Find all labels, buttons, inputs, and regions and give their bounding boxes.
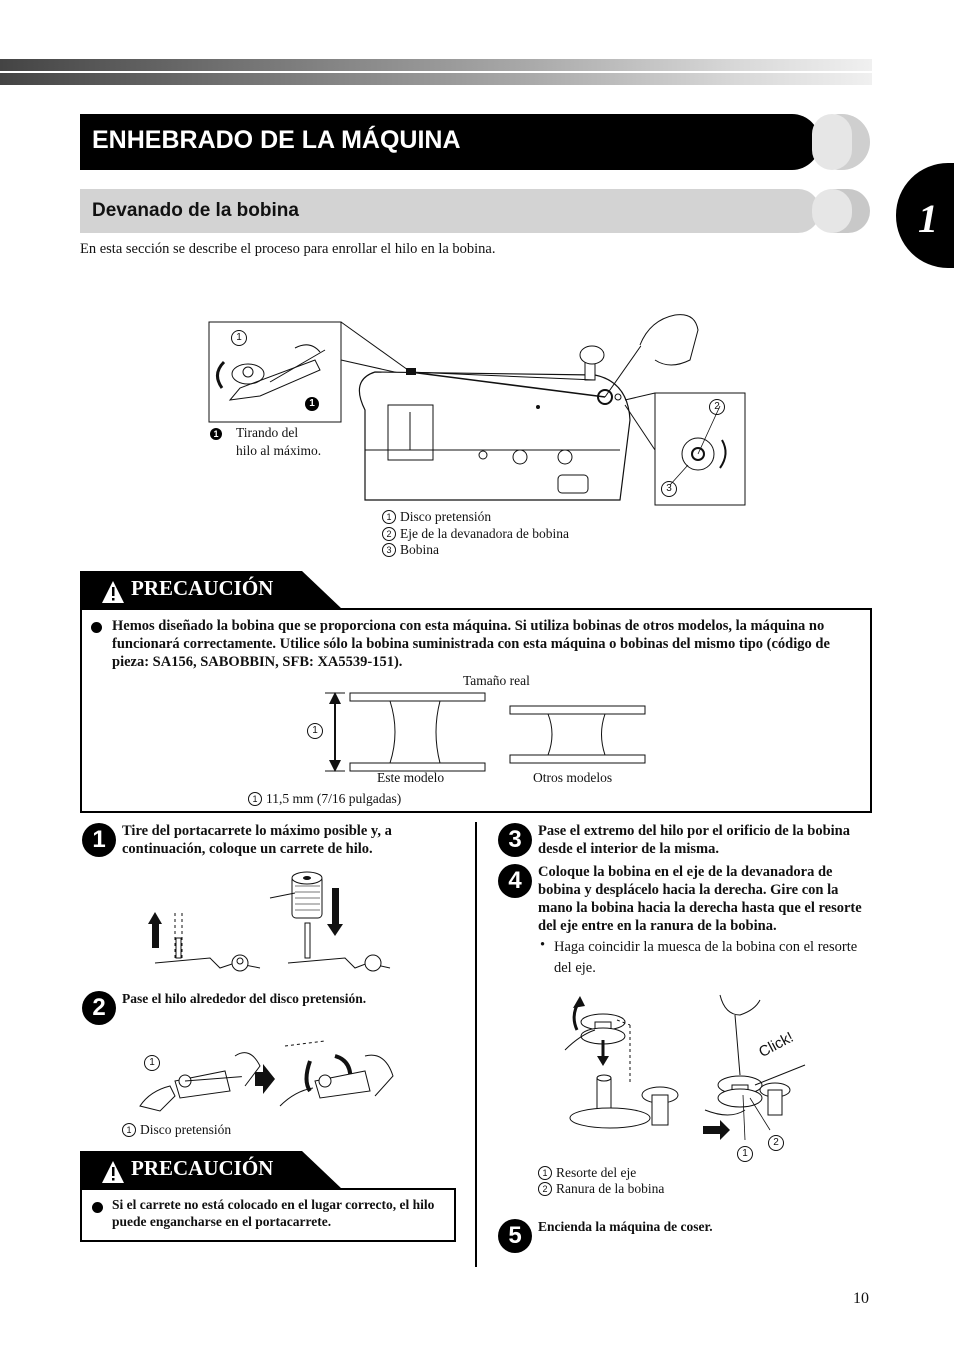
step-2-illustration [135,1036,400,1121]
other-models-label: Otros modelos [533,770,612,787]
figure-callout-1: 1 [231,330,247,346]
step-2-text: Pase el hilo alrededor del disco pretens… [122,991,462,1008]
caution-2-text: Si el carrete no está colocado en el lug… [112,1197,447,1230]
legend-number: 1 [382,510,396,524]
section-heading-decoration-inner [812,189,852,233]
step-2-badge: 2 [82,991,116,1025]
step-4-bullet-text: Haga coincidir la muesca de la bobina co… [554,937,869,979]
caption-number: 1 [122,1123,136,1137]
step-4-bullet-mark: • [540,937,545,954]
step-1-badge: 1 [82,823,116,857]
step-4-legend-item-1: 1 Resorte del eje [538,1165,636,1182]
bobbin-comparison-illustration [320,690,660,775]
caution-title: PRECAUCIÓN [131,576,273,601]
legend-text: Bobina [400,542,439,557]
column-divider [475,822,477,1267]
legend-number: 3 [382,543,396,557]
chapter-number: 1 [918,195,938,242]
legend-text: Eje de la devanadora de bobina [400,526,569,541]
legend-text: Resorte del eje [556,1165,636,1180]
legend-number: 1 [538,1166,552,1180]
section-heading-bar: Devanado de la bobina [80,189,820,233]
chapter-heading-bar: ENHEBRADO DE LA MÁQUINA [80,114,820,170]
tirando-label-line2: hilo al máximo. [236,443,321,460]
page-number: 10 [853,1290,869,1308]
step-1-text: Tire del portacarrete lo máximo posible … [122,822,457,858]
machine-illustration [200,300,760,515]
step-1-illustration [140,868,400,986]
intro-text: En esta sección se describe el proceso p… [80,240,840,258]
step-4-text: Coloque la bobina en el eje de la devana… [538,863,873,935]
figure-callout-3: 3 [661,481,677,497]
heading-decoration-inner [812,114,852,170]
legend-item-3: 3 Bobina [382,542,439,559]
tirando-label-line1: Tirando del [236,425,298,442]
step-2-figure-callout-1: 1 [144,1055,160,1071]
step-3-badge: 3 [498,823,532,857]
step-4-figure-callout-1: 1 [737,1146,753,1162]
step-4-badge: 4 [498,864,532,898]
measure-number: 1 [248,792,262,806]
measure-note: 1 11,5 mm (7/16 pulgadas) [248,791,401,808]
caution-text: Hemos diseñado la bobina que se proporci… [112,617,860,671]
legend-text: Ranura de la bobina [556,1181,664,1196]
this-model-label: Este modelo [377,770,444,787]
caution-2-title: PRECAUCIÓN [131,1156,273,1181]
measure-callout-1: 1 [307,723,323,739]
top-decorative-bar [0,59,872,85]
section-title: Devanado de la bobina [92,200,299,222]
step-5-text: Encienda la máquina de coser. [538,1219,873,1236]
page-title: ENHEBRADO DE LA MÁQUINA [92,126,461,155]
caution-bullet [91,620,102,638]
legend-number: 2 [538,1182,552,1196]
step-4-figure-callout-2: 2 [768,1135,784,1151]
legend-number: 2 [382,527,396,541]
legend-item-2: 2 Eje de la devanadora de bobina [382,526,569,543]
step-3-text: Pase el extremo del hilo por el orificio… [538,822,873,858]
caution-2-bullet [92,1200,103,1218]
legend-item-1: 1 Disco pretensión [382,509,491,526]
chapter-tab: 1 [896,163,954,268]
legend-badge-1: 1 [210,428,222,440]
step-2-caption: 1 Disco pretensión [122,1122,231,1139]
caption-text: Disco pretensión [140,1122,231,1137]
step-4-legend-item-2: 2 Ranura de la bobina [538,1181,664,1198]
measure-text: 11,5 mm (7/16 pulgadas) [266,791,401,806]
figure-callout-badge-1: 1 [305,397,319,411]
step-5-badge: 5 [498,1219,532,1253]
size-label: Tamaño real [463,673,530,690]
figure-callout-2: 2 [709,399,725,415]
legend-text: Disco pretensión [400,509,491,524]
